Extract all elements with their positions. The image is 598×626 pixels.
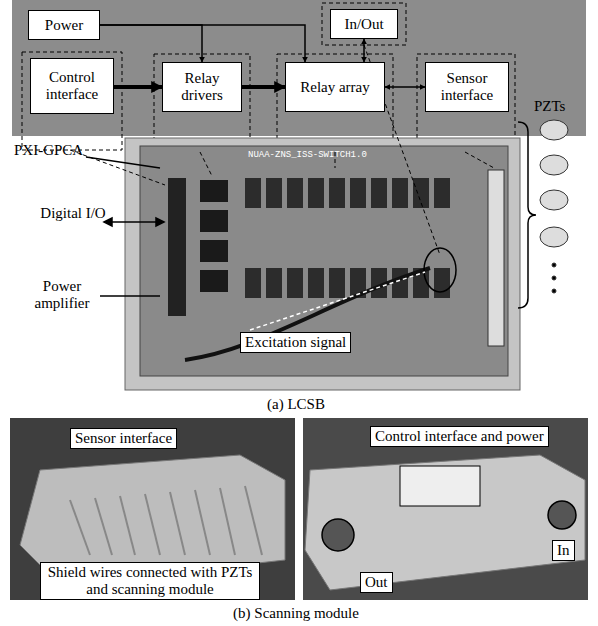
block-box: Power (28, 10, 100, 40)
circuit-board (140, 146, 508, 376)
block-box: Relay drivers (162, 62, 242, 112)
part-label: PXI-GPCA (14, 142, 83, 159)
signal-arrow (242, 85, 285, 89)
signal-arrow (363, 39, 365, 62)
part-label: PZTs (534, 98, 565, 115)
pzt-brace (518, 122, 536, 308)
block-box: In/Out (330, 9, 398, 39)
part-label: (a) LCSB (0, 396, 595, 413)
signal-arrow (385, 86, 425, 88)
highlight-ring (424, 248, 456, 292)
block-label: Power (45, 17, 83, 34)
cable (185, 268, 430, 360)
callout-label: Excitation signal (240, 332, 351, 353)
board-marking: NUAA-ZNS_ISS-SWITCH1.0 (248, 150, 367, 160)
part-label: Power amplifier (22, 278, 102, 312)
block-panel (12, 0, 586, 136)
callout-label: Sensor interface (70, 428, 177, 449)
block-label: Sensor interface (431, 70, 503, 104)
relay-grid (245, 178, 450, 298)
block-box: Sensor interface (425, 62, 509, 112)
part-label: (b) Scanning module (0, 605, 595, 622)
ribbon-cable (400, 466, 480, 506)
io-connector (168, 178, 186, 316)
in-connector (548, 501, 576, 529)
photo-left (10, 418, 295, 600)
excitation-leader (250, 272, 425, 330)
callout-label: In (552, 540, 575, 561)
callout-label: Control interface and power (370, 426, 549, 447)
driver-chips (200, 180, 228, 292)
callout-label: Shield wires connected with PZTs and sca… (40, 562, 260, 600)
signal-arrow (100, 25, 202, 62)
terminal-block (488, 170, 504, 346)
io-arrows (86, 157, 164, 296)
board-frame (125, 138, 520, 390)
signal-arrow (100, 25, 305, 62)
block-label: Control interface (36, 69, 108, 103)
photo-right (303, 418, 588, 600)
block-label: In/Out (344, 16, 383, 33)
block-label: Relay array (300, 79, 370, 96)
signal-arrow (114, 85, 162, 89)
block-box: Control interface (30, 58, 114, 114)
callout-label: Out (360, 572, 393, 593)
block-label: Relay drivers (168, 70, 236, 104)
out-connector (322, 519, 354, 551)
pzt-discs (540, 120, 568, 293)
part-label: Digital I/O (40, 205, 106, 222)
shield-wires (70, 486, 262, 555)
module-housing (305, 455, 585, 590)
block-box: Relay array (285, 62, 385, 112)
dashed-groups (22, 3, 515, 152)
